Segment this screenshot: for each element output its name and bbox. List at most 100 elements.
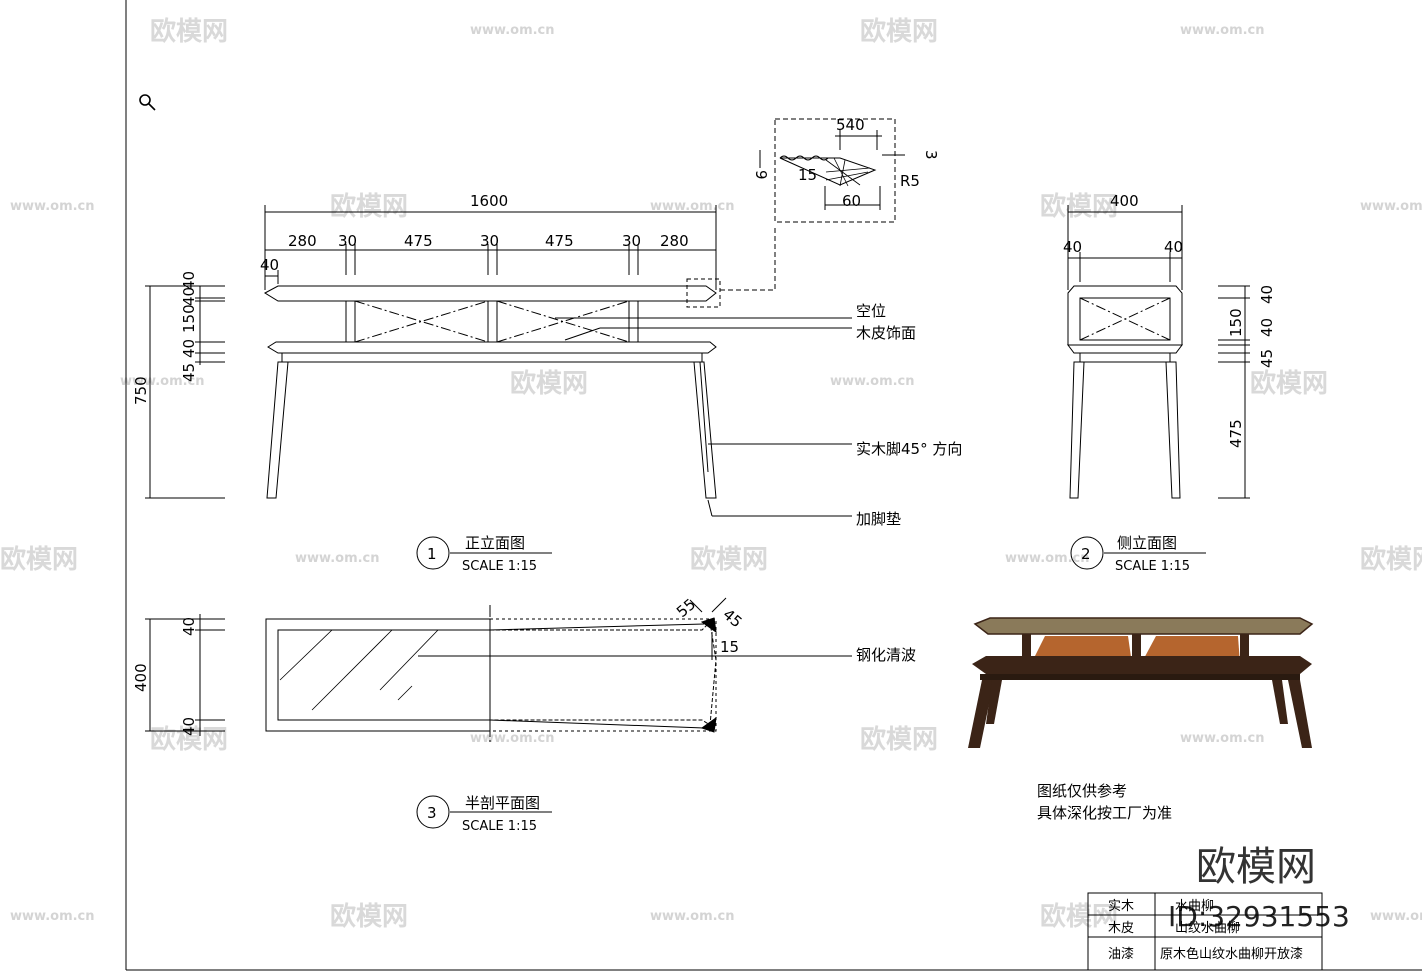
callout-glass: 钢化清波: [856, 646, 916, 664]
dim-side-right: 40: [1164, 238, 1183, 256]
note-line: 图纸仅供参考: [1037, 782, 1127, 800]
dim-seg: 30: [622, 232, 641, 250]
view-title: 正立面图: [465, 534, 525, 552]
watermark: 欧模网: [1040, 901, 1118, 932]
brand-id: ID:32931553: [1168, 900, 1350, 933]
edge-detail: [759, 118, 905, 223]
dim-seg: 280: [660, 232, 689, 250]
view-number: 2: [1081, 545, 1091, 563]
side-dimension-labels: 400 40 40 40 150 40 45 475: [1063, 192, 1276, 448]
table-value: 水曲柳: [1175, 899, 1214, 914]
dim-left-small: 40: [260, 256, 279, 274]
dim-plan-45: 45: [719, 605, 745, 631]
dim-seg: 30: [338, 232, 357, 250]
callout-leaders: [418, 225, 852, 657]
table-key: 木皮: [1108, 921, 1134, 936]
watermark: 欧模网: [150, 16, 228, 47]
dim-side-h475: 475: [1227, 419, 1245, 448]
watermark-url: www.om.cn: [470, 23, 555, 38]
dim-side-left: 40: [1063, 238, 1082, 256]
watermark: 欧模网: [1360, 544, 1422, 575]
plan-view: [265, 605, 717, 745]
view-number: 1: [427, 545, 437, 563]
view-scale: SCALE 1:15: [462, 819, 537, 834]
callout-pad: 加脚垫: [856, 510, 901, 528]
dim-side-h150: 150: [1227, 308, 1245, 337]
watermark-url: www.om.cn: [1360, 199, 1422, 214]
dim-plan-top: 40: [180, 617, 198, 636]
view-title: 侧立面图: [1117, 534, 1177, 552]
callout-leg: 实木脚45° 方向: [856, 440, 962, 458]
watermark: 欧模网: [330, 901, 408, 932]
watermark-url: www.om.cn: [1180, 731, 1265, 746]
dim-side-width: 400: [1110, 192, 1139, 210]
dim-height-stack: 45: [180, 363, 198, 382]
product-render: [968, 617, 1314, 748]
zoom-icon[interactable]: [139, 94, 156, 111]
dim-plan-15: 15: [720, 638, 739, 656]
dim-plan-depth: 400: [132, 663, 150, 692]
dim-seg: 280: [288, 232, 317, 250]
watermark-url: www.om.cn: [830, 374, 915, 389]
view-scale: SCALE 1:15: [1115, 559, 1190, 574]
front-title: 1 正立面图 SCALE 1:15: [416, 534, 552, 574]
callout-veneer: 木皮饰面: [856, 324, 916, 342]
edge-detail-labels: 540 9 3 15 R5 60: [752, 116, 940, 210]
dim-height-stack: 40: [180, 287, 198, 306]
watermark: 欧模网: [1250, 368, 1328, 399]
dim-plan-55: 55: [673, 595, 699, 621]
dim-height-stack: 40: [180, 271, 198, 290]
watermark-url: www.om.cn: [10, 199, 95, 214]
watermark-url: www.om.cn: [650, 199, 735, 214]
note-line: 具体深化按工厂为准: [1037, 804, 1172, 822]
dim-3: 3: [922, 150, 940, 160]
dim-overall: 1600: [470, 192, 508, 210]
dim-seg: 30: [480, 232, 499, 250]
side-elevation: [1067, 285, 1183, 499]
plan-title: 3 半剖平面图 SCALE 1:15: [416, 794, 552, 834]
watermark: 欧模网: [330, 191, 408, 222]
watermark-url: www.om.cn: [1005, 551, 1090, 566]
watermarks: 欧模网 www.om.cn 欧模网 www.om.cn 欧模网 www.om.c…: [0, 16, 1422, 932]
watermark-url: www.om.cn: [10, 909, 95, 924]
watermark: 欧模网: [1040, 191, 1118, 222]
dim-15: 15: [798, 166, 817, 184]
table-key: 油漆: [1108, 946, 1134, 962]
table-value: 山纹水曲柳: [1175, 921, 1240, 936]
callout-empty: 空位: [856, 302, 886, 320]
watermark: 欧模网: [150, 724, 228, 755]
brand-mark: 欧模网 ID:32931553: [1168, 844, 1350, 933]
plan-dimensions: [145, 597, 727, 736]
dim-9: 9: [752, 170, 770, 180]
dim-r5: R5: [900, 172, 920, 190]
front-dimensions: [145, 205, 717, 499]
watermark-url: www.om.cn: [120, 374, 205, 389]
watermark-url: www.om.cn: [1180, 23, 1265, 38]
dim-height-total: 750: [132, 376, 150, 405]
view-title: 半剖平面图: [465, 794, 540, 812]
dim-side-h45: 45: [1258, 349, 1276, 368]
watermark: 欧模网: [0, 544, 78, 575]
dim-side-h40b: 40: [1258, 318, 1276, 337]
watermark: 欧模网: [860, 724, 938, 755]
table-value: 原木色山纹水曲柳开放漆: [1160, 946, 1303, 962]
front-dimension-labels: 1600 280 30 475 30 475 30 280 40 750 45 …: [132, 192, 689, 405]
view-number: 3: [427, 804, 437, 822]
dim-seg: 475: [545, 232, 574, 250]
watermark: 欧模网: [690, 544, 768, 575]
material-table: [1087, 892, 1323, 971]
dim-side-h40: 40: [1258, 285, 1276, 304]
watermark-url: www.om.cn: [470, 731, 555, 746]
dim-height-stack: 40: [180, 339, 198, 358]
brand-logo: 欧模网: [1196, 844, 1316, 890]
drawing-frame: [125, 0, 1422, 971]
watermark-url: www.om.cn: [295, 551, 380, 566]
dim-seg: 475: [404, 232, 433, 250]
callout-labels: 空位 木皮饰面 实木脚45° 方向 加脚垫 钢化清波: [856, 302, 962, 664]
side-title: 2 侧立面图 SCALE 1:15: [1070, 534, 1206, 574]
notes: 图纸仅供参考 具体深化按工厂为准: [1037, 782, 1172, 822]
dim-plan-bottom: 40: [180, 717, 198, 736]
front-elevation: [263, 278, 721, 499]
dim-height-stack: 150: [180, 304, 198, 333]
